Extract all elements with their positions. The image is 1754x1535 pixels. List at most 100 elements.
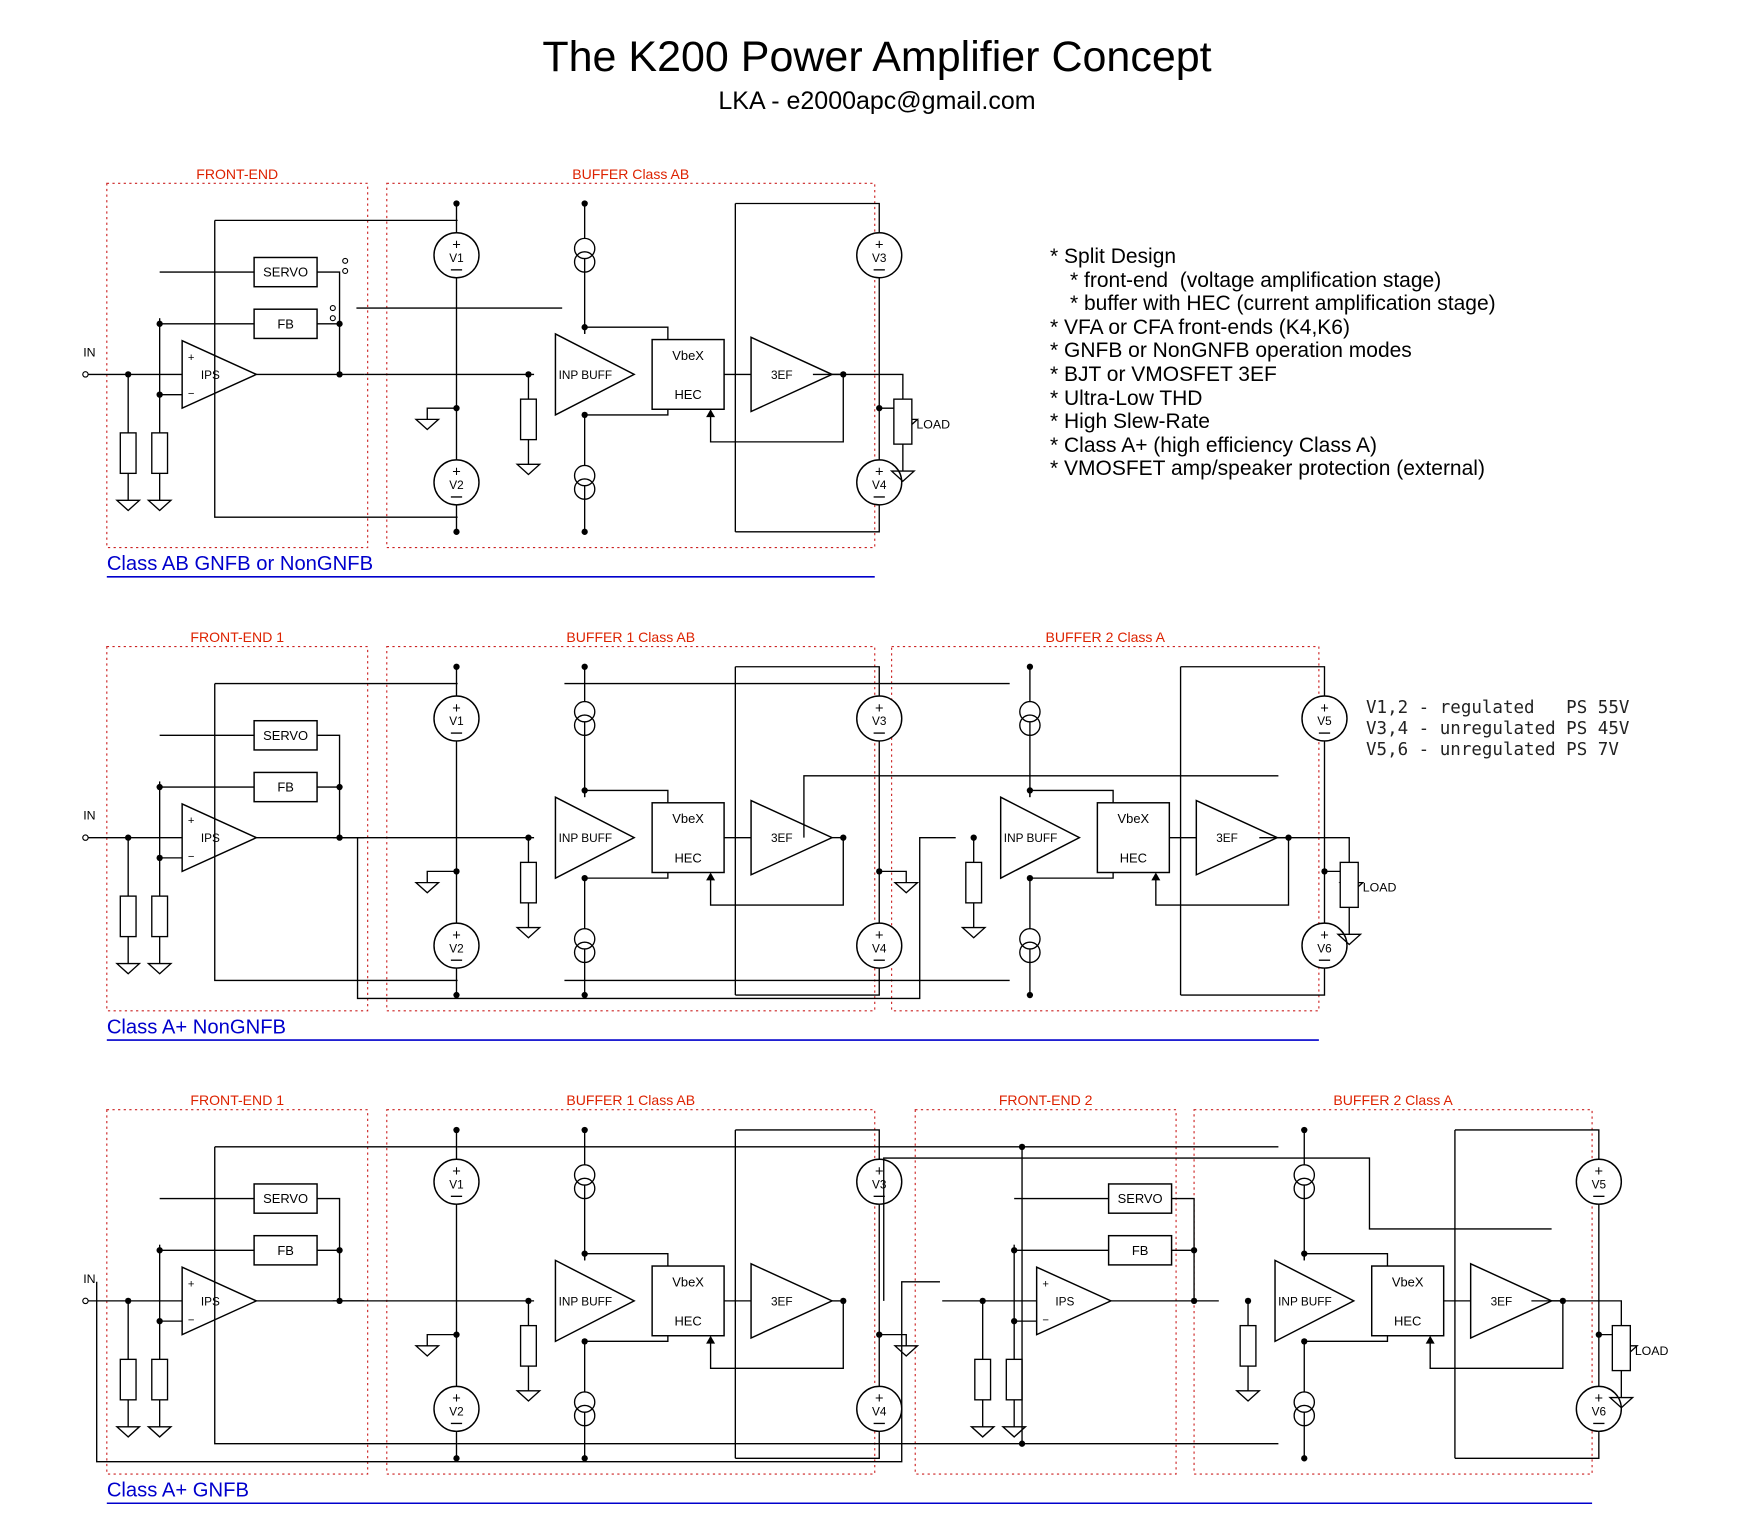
three-ef-amplifier (750, 799, 834, 876)
voltage-source-label: V1 (449, 251, 463, 265)
ips-amplifier-label: IPS (201, 831, 220, 845)
ground-icon (414, 881, 441, 894)
current-source-icon (1293, 1177, 1316, 1200)
junction-dot (581, 1250, 588, 1257)
wire (735, 871, 880, 996)
voltage-source-icon (433, 459, 480, 506)
wire (583, 326, 669, 340)
block-label: BUFFER 2 Class A (1046, 629, 1166, 645)
minus-sign: − (188, 1314, 195, 1326)
junction-dot (581, 528, 588, 535)
junction-dot (453, 991, 460, 999)
load-label: LOAD (1363, 881, 1397, 895)
current-source-icon (1019, 714, 1041, 737)
hec-label-bottom: HEC (674, 850, 701, 865)
junction-dot (453, 1455, 460, 1462)
junction-dot (1301, 1455, 1308, 1462)
wire (426, 870, 457, 883)
plus-sign: + (452, 1164, 461, 1180)
voltage-source-icon (433, 922, 480, 969)
wire (584, 872, 669, 879)
page-title: The K200 Power Amplifier Concept (542, 33, 1212, 81)
ground-icon (1608, 1396, 1635, 1409)
junction-dot (336, 1247, 343, 1254)
resistor-icon (119, 1358, 137, 1401)
block-label: BUFFER Class AB (572, 166, 689, 182)
junction-dot (581, 1338, 588, 1345)
voltage-source-label: V6 (1317, 941, 1332, 955)
fb-box-label: FB (1132, 1243, 1149, 1258)
voltage-source-label: V4 (872, 941, 887, 955)
junction-dot (979, 1297, 986, 1305)
junction-dot (581, 1455, 588, 1462)
block-frame (386, 645, 876, 1012)
wire (1429, 1300, 1564, 1370)
block-frame (386, 1109, 876, 1475)
wire (1180, 666, 1326, 872)
minus-sign: − (1042, 1314, 1049, 1326)
input-buffer-amplifier-label: INP BUFF (1278, 1294, 1332, 1308)
hec-box (1370, 1265, 1445, 1337)
wire (1171, 1197, 1195, 1301)
three-ef-amplifier (750, 1262, 834, 1340)
junction-dot (1026, 663, 1034, 670)
supply-list: V1,2 - regulated PS 55V V3,4 - unregulat… (1366, 698, 1629, 761)
supply-item: V1,2 - regulated PS 55V (1366, 698, 1630, 718)
hec-label-top: VbeX (1118, 811, 1150, 826)
junction-dot (453, 528, 460, 535)
arrow-head-icon (1425, 1335, 1435, 1344)
wire (709, 837, 844, 906)
voltage-source-icon (433, 232, 480, 279)
voltage-source-icon (1301, 695, 1348, 742)
wire (1029, 872, 1114, 879)
voltage-source-label: V1 (449, 714, 463, 728)
wire (735, 202, 880, 409)
ground-icon (115, 499, 142, 512)
header: The K200 Power Amplifier Concept LKA - e… (0, 30, 1754, 118)
block-frame (106, 1109, 369, 1475)
ground-icon (1336, 933, 1363, 946)
junction-dot (1026, 787, 1034, 794)
ips-amplifier-label: IPS (201, 1294, 220, 1308)
feature-item: * VFA or CFA front-ends (K4,K6) (1050, 315, 1350, 339)
plus-sign: + (452, 238, 461, 254)
wire (735, 1129, 880, 1335)
voltage-source-label: V6 (1592, 1405, 1607, 1419)
voltage-source-label: V3 (872, 714, 887, 728)
junction-dot (581, 663, 588, 670)
junction-dot (970, 834, 977, 841)
ground-icon (889, 470, 916, 483)
plus-sign: + (188, 1278, 195, 1290)
plus-sign: + (875, 928, 884, 944)
voltage-source-icon (856, 922, 903, 969)
input-label: IN (83, 809, 95, 823)
junction-dot (581, 1126, 588, 1134)
junction-dot (453, 1126, 460, 1134)
wire (584, 1335, 669, 1343)
ips-amplifier-label: IPS (1055, 1294, 1074, 1308)
wire (709, 374, 844, 443)
voltage-source-label: V2 (449, 478, 463, 492)
junction-dot (125, 1297, 132, 1305)
junction-dot (453, 200, 460, 207)
ground-icon (146, 499, 173, 512)
input-label: IN (83, 345, 95, 359)
junction-dot (581, 200, 588, 207)
plus-sign: + (452, 1391, 461, 1407)
fb-box-label: FB (277, 1243, 294, 1258)
wire (583, 789, 669, 803)
three-ef-amplifier-label: 3EF (771, 1294, 793, 1308)
wire (426, 1333, 457, 1346)
junction-dot (1301, 1250, 1308, 1257)
ground-icon (893, 1345, 920, 1357)
switch-contact (342, 267, 349, 275)
junction-dot (1026, 874, 1034, 882)
ground-icon (146, 962, 173, 975)
wire (1259, 836, 1350, 863)
wire (426, 407, 457, 420)
ips-amplifier-label: IPS (201, 368, 220, 382)
